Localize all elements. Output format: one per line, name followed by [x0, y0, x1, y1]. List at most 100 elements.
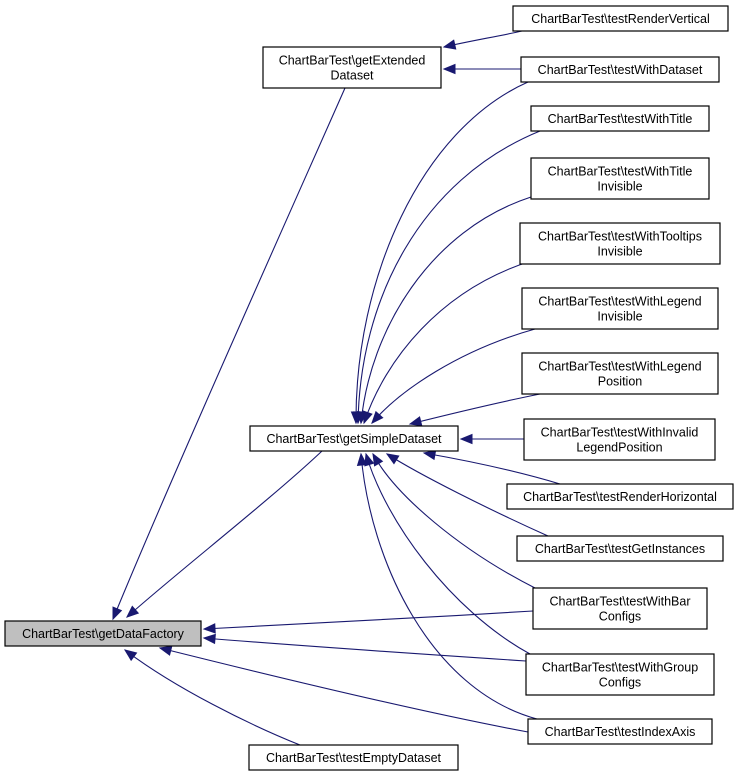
- arrowhead-icon: [385, 453, 400, 465]
- node-box: [521, 352, 719, 395]
- edge-testIndexAxis-to-getSimpleDataset: [356, 452, 538, 720]
- node-label: Invisible: [597, 245, 642, 259]
- node-box: [532, 587, 708, 630]
- edge-testWithGroupConfigs-to-getSimpleDataset: [364, 452, 531, 655]
- node-testWithInvalidLegendPosition[interactable]: ChartBarTest\testWithInvalidLegendPositi…: [523, 418, 716, 461]
- node-label: ChartBarTest\testWithBar: [549, 595, 690, 609]
- edge-testWithGroupConfigs-to-getDataFactory: [202, 633, 527, 662]
- edge-testGetInstances-to-getSimpleDataset: [385, 453, 549, 537]
- node-getDataFactory[interactable]: ChartBarTest\getDataFactory: [4, 620, 202, 647]
- edge-testIndexAxis-to-getDataFactory: [158, 645, 529, 733]
- arrowhead-icon: [126, 605, 140, 618]
- arrowhead-icon: [364, 452, 375, 467]
- node-label: ChartBarTest\testWithTitle: [548, 112, 693, 126]
- node-label: ChartBarTest\testWithLegend: [538, 295, 701, 309]
- node-getSimpleDataset[interactable]: ChartBarTest\getSimpleDataset: [249, 425, 459, 452]
- edge-getSimpleDataset-to-getDataFactory: [126, 450, 323, 618]
- edge-line: [386, 453, 549, 537]
- node-label: ChartBarTest\getDataFactory: [22, 627, 185, 641]
- edge-testWithLegendPosition-to-getSimpleDataset: [408, 393, 541, 427]
- node-label: ChartBarTest\testWithLegend: [538, 360, 701, 374]
- node-box: [520, 56, 720, 83]
- edge-line: [423, 452, 561, 485]
- node-label: Configs: [599, 610, 641, 624]
- node-testWithTitle[interactable]: ChartBarTest\testWithTitle: [530, 105, 710, 132]
- node-box: [530, 157, 710, 200]
- arrowhead-icon: [371, 410, 384, 424]
- node-label: ChartBarTest\getSimpleDataset: [266, 432, 442, 446]
- edge-line: [363, 260, 532, 424]
- edge-line: [443, 30, 523, 48]
- edge-testWithBarConfigs-to-getDataFactory: [202, 610, 534, 634]
- node-testEmptyDataset[interactable]: ChartBarTest\testEmptyDataset: [248, 744, 459, 771]
- edge-line: [360, 196, 532, 424]
- node-box: [519, 222, 721, 265]
- edge-line: [360, 453, 538, 720]
- node-testIndexAxis[interactable]: ChartBarTest\testIndexAxis: [527, 718, 713, 745]
- edge-testWithTooltipsInvisible-to-getSimpleDataset: [362, 260, 532, 425]
- edge-testRenderHorizontal-to-getSimpleDataset: [422, 449, 561, 485]
- arrowhead-icon: [158, 645, 173, 656]
- edge-line: [357, 130, 541, 424]
- arrowhead-icon: [408, 416, 423, 427]
- node-box: [523, 418, 716, 461]
- node-box: [516, 535, 724, 562]
- edge-line: [126, 450, 323, 618]
- edges-layer: [112, 30, 561, 746]
- node-label: ChartBarTest\testWithInvalid: [541, 426, 699, 440]
- node-label: ChartBarTest\testWithGroup: [542, 661, 698, 675]
- edge-testWithDataset-to-getSimpleDataset: [350, 81, 529, 425]
- node-label: Configs: [599, 676, 641, 690]
- node-box: [530, 105, 710, 132]
- node-box: [521, 287, 719, 330]
- node-label: Invisible: [597, 180, 642, 194]
- edge-testWithTitle-to-getSimpleDataset: [353, 130, 541, 425]
- arrowhead-icon: [442, 39, 457, 50]
- node-label: Invisible: [597, 310, 642, 324]
- node-testRenderHorizontal[interactable]: ChartBarTest\testRenderHorizontal: [506, 483, 734, 510]
- arrowhead-icon: [362, 410, 373, 425]
- arrowhead-icon: [459, 433, 473, 445]
- node-label: ChartBarTest\testEmptyDataset: [266, 751, 442, 765]
- node-box: [527, 718, 713, 745]
- node-box: [248, 744, 459, 771]
- edge-line: [372, 453, 536, 589]
- node-box: [249, 425, 459, 452]
- edge-testWithDataset-to-getExtendedDataset: [442, 63, 521, 75]
- node-box: [4, 620, 202, 647]
- arrowhead-icon: [202, 623, 216, 634]
- node-box: [262, 46, 442, 89]
- arrowhead-icon: [123, 649, 138, 662]
- node-testRenderVertical[interactable]: ChartBarTest\testRenderVertical: [512, 5, 729, 32]
- node-box: [512, 5, 729, 32]
- edge-testWithInvalidLegendPosition-to-getSimpleDataset: [459, 433, 524, 445]
- edge-testEmptyDataset-to-getDataFactory: [123, 649, 301, 746]
- arrowhead-icon: [442, 63, 456, 75]
- edge-line: [203, 637, 527, 662]
- node-label: ChartBarTest\getExtended: [279, 54, 426, 68]
- edge-testWithTitleInvisible-to-getSimpleDataset: [357, 196, 532, 425]
- node-label: ChartBarTest\testRenderVertical: [531, 12, 710, 26]
- edge-line: [409, 393, 541, 425]
- edge-line: [371, 328, 536, 424]
- node-box: [506, 483, 734, 510]
- node-testWithDataset[interactable]: ChartBarTest\testWithDataset: [520, 56, 720, 83]
- node-label: ChartBarTest\testGetInstances: [535, 542, 705, 556]
- edge-line: [365, 453, 531, 655]
- node-label: LegendPosition: [576, 441, 662, 455]
- edge-line: [203, 610, 534, 630]
- edge-line: [124, 649, 301, 746]
- node-testGetInstances[interactable]: ChartBarTest\testGetInstances: [516, 535, 724, 562]
- edge-line: [355, 81, 529, 424]
- arrowhead-icon: [422, 449, 437, 461]
- nodes-layer: ChartBarTest\getDataFactoryChartBarTest\…: [4, 5, 734, 771]
- node-label: ChartBarTest\testRenderHorizontal: [523, 490, 717, 504]
